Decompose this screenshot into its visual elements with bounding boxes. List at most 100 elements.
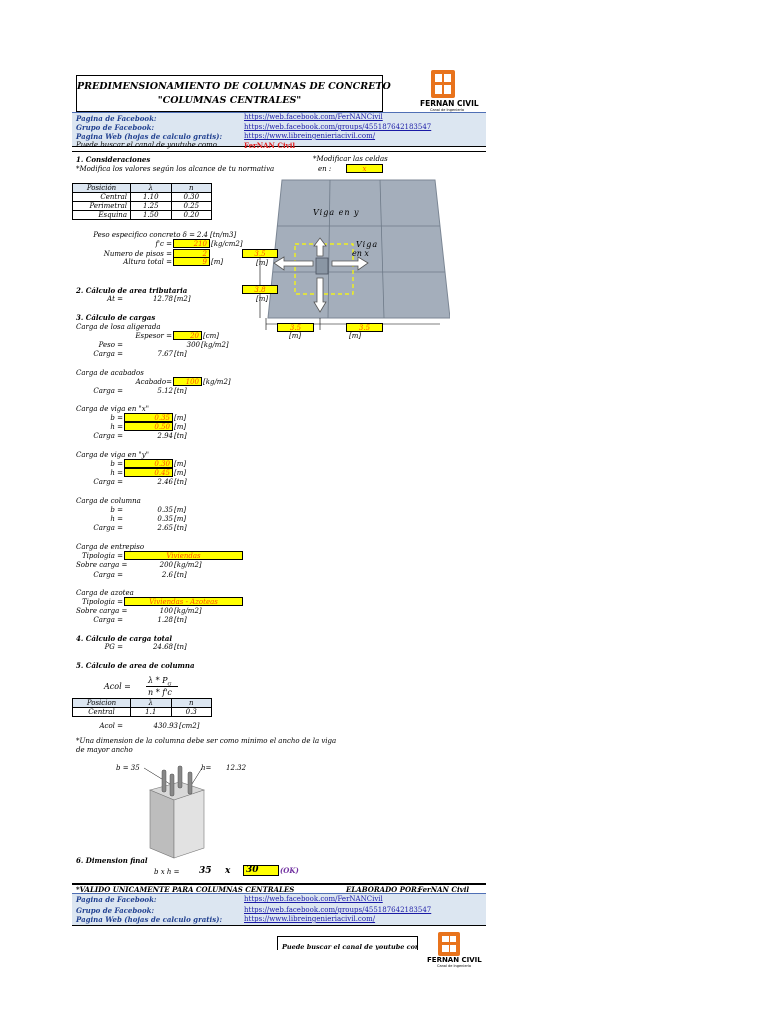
carga7-label: Carga =	[93, 616, 123, 624]
fc-input[interactable]: 210	[173, 239, 210, 248]
acol-unit: [cm2]	[179, 722, 200, 730]
facebook-page-link[interactable]: https://web.facebook.com/FerNANCivil	[244, 113, 383, 121]
logo-top: FERNAN CIVIL Canal de Ingeniería	[418, 70, 488, 112]
footer-web-link[interactable]: https://www.libreingenieriacivil.com/	[244, 915, 376, 923]
vy-h-input[interactable]: 0.45	[124, 468, 173, 477]
carga5-unit: [tn]	[174, 524, 187, 532]
espesor-unit: [cm]	[203, 332, 220, 340]
s3-heading: 3. Cálculo de cargas	[76, 313, 156, 322]
altura-label: Altura total =	[123, 258, 172, 266]
dim-bottom-2[interactable]: 3.5	[346, 323, 383, 332]
carga6-unit: [tn]	[174, 571, 187, 579]
links-band-top	[72, 112, 486, 146]
youtube-box-label: Puede buscar el canal de youtube como:	[282, 943, 418, 950]
pg-value: 24.68	[152, 643, 173, 651]
carga3-label: Carga =	[93, 432, 123, 440]
vx-h-unit: [m]	[174, 423, 187, 431]
carga1-label: Carga =	[93, 350, 123, 358]
facebook-group-label: Grupo de Facebook:	[76, 123, 155, 132]
entre-title: Carga de entrepiso	[76, 543, 145, 551]
vy-b-input[interactable]: 0.30	[124, 459, 173, 468]
sc2-label: Sobre carga =	[76, 607, 128, 615]
slab-plane	[267, 179, 450, 319]
footer-facebook-page-link[interactable]: https://web.facebook.com/FerNANCivil	[244, 895, 383, 903]
result-header-pos: Posicion	[72, 698, 131, 708]
vy-b-unit: [m]	[174, 460, 187, 468]
logo-bottom-name: FERNAN CIVIL	[427, 956, 482, 964]
facebook-page-label: Pagina de Facebook:	[76, 114, 157, 123]
col-h-unit: [m]	[174, 515, 187, 523]
acab-input[interactable]: 100	[173, 377, 202, 386]
altura-input[interactable]: 9	[173, 257, 210, 266]
acab-unit: [kg/m2]	[203, 378, 231, 386]
final-x: x	[225, 866, 231, 876]
acab-label: Acabado=	[135, 378, 172, 386]
dim-left-top-unit: [m]	[256, 259, 269, 267]
sc1-unit: [kg/m2]	[174, 561, 202, 569]
viga-y-label: Viga en y	[313, 208, 360, 217]
logo-name: FERNAN CIVIL	[420, 99, 479, 108]
dim-left-top[interactable]: 3.5	[242, 249, 278, 258]
footer-facebook-group-link[interactable]: https://web.facebook.com/groups/45518764…	[244, 906, 432, 914]
carga6-value: 2.6	[161, 571, 173, 579]
altura-unit: [m]	[211, 258, 224, 266]
vx-b-label: b =	[110, 414, 123, 422]
sc1-value: 200	[159, 561, 173, 569]
modify-en: en :	[318, 165, 332, 173]
page-title: PREDIMENSIONAMIENTO DE COLUMNAS DE CONCR…	[77, 81, 391, 92]
dim-left-bottom[interactable]: 3.8	[242, 285, 278, 294]
col-h-value: 0.35	[157, 515, 173, 523]
s1-heading: 1. Consideraciones	[76, 155, 151, 164]
s4-heading: 4. Cálculo de carga total	[76, 634, 173, 643]
at-value: 12.78	[152, 295, 173, 303]
losa-title: Carga de losa aligerada	[76, 323, 161, 331]
carga5-label: Carga =	[93, 524, 123, 532]
final-h-input[interactable]: 30	[243, 865, 279, 876]
dim-bottom-2-unit: [m]	[349, 332, 362, 340]
youtube-box: Puede buscar el canal de youtube como:	[277, 936, 418, 950]
formula-num: λ * PG	[148, 676, 172, 688]
vy-b-label: b =	[110, 460, 123, 468]
sc2-value: 100	[159, 607, 173, 615]
web-link[interactable]: https://www.libreingenieriacivil.com/	[244, 132, 376, 140]
modify-sample-cell: x	[346, 164, 383, 173]
tip1-select[interactable]: Viviendas	[124, 551, 243, 560]
vy-h-label: h =	[110, 469, 123, 477]
formula-lhs: Acol =	[104, 682, 131, 691]
carga3-unit: [tn]	[174, 432, 187, 440]
carga1-value: 7.67	[157, 350, 173, 358]
tip2-select[interactable]: Viviendas - Azoteas	[124, 597, 243, 606]
youtube-value: FerNAN Civil	[244, 141, 296, 150]
web-label: Pagina Web (hojas de calculo gratis):	[76, 132, 223, 141]
sc1-label: Sobre carga =	[76, 561, 128, 569]
peso-unit: [tn/m3]	[210, 231, 237, 239]
carga6-label: Carga =	[93, 571, 123, 579]
column-h-label: h=	[201, 764, 212, 772]
carga5-value: 2.65	[157, 524, 173, 532]
arrows	[273, 237, 369, 313]
logo-icon	[431, 70, 455, 98]
logo-bottom-icon	[438, 932, 460, 956]
dim-bottom-1[interactable]: 3.5	[277, 323, 314, 332]
espesor-input[interactable]: 20	[173, 331, 202, 340]
pg-label: PG =	[104, 643, 123, 651]
vx-h-input[interactable]: 0.50	[124, 422, 173, 431]
table-row: Perimetral	[72, 201, 131, 211]
fc-unit: [kg/cm2]	[211, 240, 243, 248]
espesor-label: Espesor =	[135, 332, 172, 340]
tip1-label: Tipologia =	[81, 552, 123, 560]
footer-web-label: Pagina Web (hojas de calculo gratis):	[76, 915, 223, 924]
s5-note-1: *Una dimension de la columna debe ser co…	[76, 737, 337, 745]
tip2-label: Tipologia =	[81, 598, 123, 606]
result-table: Posicion λ n Central 1.1 0.3	[72, 698, 212, 717]
facebook-group-link[interactable]: https://web.facebook.com/groups/45518764…	[244, 123, 432, 131]
col-h-label: h =	[110, 515, 123, 523]
peso-label: Peso especifico concreto δ =	[93, 231, 195, 239]
carga4-unit: [tn]	[174, 478, 187, 486]
formula-bar	[146, 686, 178, 687]
coef-header-n: n	[170, 183, 212, 193]
dim-left-bottom-unit: [m]	[256, 295, 269, 303]
vx-b-input[interactable]: 0.35	[124, 413, 173, 422]
pg-unit: [tn]	[174, 643, 187, 651]
coef-header-lambda: λ	[130, 183, 172, 193]
